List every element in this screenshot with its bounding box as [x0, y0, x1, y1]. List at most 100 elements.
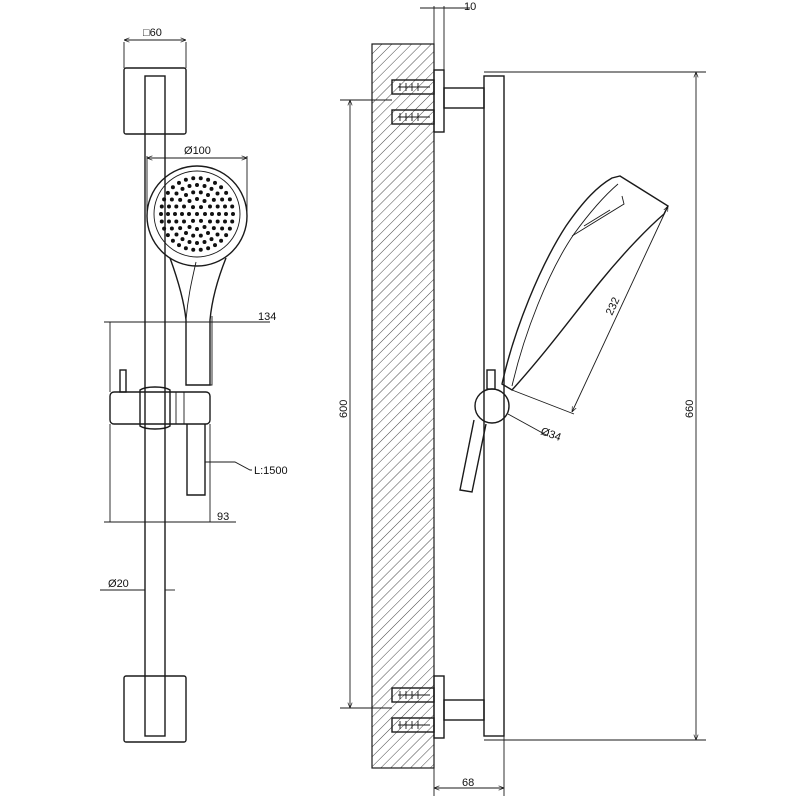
nozzle-dot [224, 212, 228, 216]
nozzle-dot [207, 204, 212, 209]
dim-232: 232 [604, 296, 623, 318]
slide-bar-side [483, 75, 505, 737]
nozzle-dot [209, 186, 214, 191]
nozzle-dot [166, 204, 171, 209]
hose-side [459, 419, 487, 493]
nozzle-dot [187, 183, 192, 188]
nozzle-dot [162, 226, 167, 231]
nozzle-dot [191, 247, 196, 252]
nozzle-dot [177, 180, 181, 185]
dim-134: 134 [258, 311, 276, 323]
top-mount-plate [433, 69, 445, 133]
nozzle-dot [211, 197, 216, 202]
nozzle-dot [174, 191, 179, 196]
nozzle-dot [215, 204, 220, 209]
nozzle-dot [211, 226, 216, 231]
nozzle-dot [219, 185, 224, 190]
dim-mount-thickness: 10 [464, 1, 476, 13]
side-dimensions [340, 6, 706, 796]
nozzle-dot [230, 204, 235, 209]
nozzle-dot [227, 197, 232, 202]
slider-holder [109, 369, 211, 496]
nozzle-dot [162, 197, 167, 202]
wall-anchors [391, 79, 435, 733]
nozzle-dot [169, 197, 174, 202]
nozzle-dot [202, 199, 207, 204]
nozzle-dot [183, 246, 188, 251]
nozzle-dot [198, 176, 203, 181]
nozzle-dot [195, 183, 199, 187]
nozzle-dot [220, 197, 225, 202]
nozzle-dot [206, 246, 211, 251]
slide-bar [144, 75, 166, 737]
nozzle-dot [184, 231, 188, 236]
nozzle-dot [191, 190, 196, 195]
nozzle-dot [187, 240, 192, 245]
nozzle-dot [166, 219, 171, 224]
nozzle-dot [215, 232, 220, 237]
dim-93: 93 [217, 511, 229, 523]
nozzle-pattern [159, 176, 235, 252]
nozzle-dot [198, 247, 203, 252]
nozzle-dot [174, 232, 179, 237]
nozzle-dot [224, 190, 229, 195]
nozzle-dot [174, 204, 179, 209]
nozzle-dot [174, 219, 179, 224]
nozzle-dot [215, 191, 220, 196]
dim-68: 68 [462, 777, 474, 789]
nozzle-dot [187, 224, 192, 229]
nozzle-dot [202, 224, 207, 229]
nozzle-dot [213, 180, 217, 185]
nozzle-dot [187, 212, 191, 216]
wall-section [371, 43, 435, 769]
dim-600: 600 [338, 400, 350, 418]
nozzle-dot [206, 192, 210, 197]
nozzle-dot [182, 219, 187, 224]
nozzle-dot [195, 197, 199, 201]
nozzle-dot [198, 233, 203, 238]
nozzle-dot [199, 205, 203, 210]
nozzle-dot [195, 212, 199, 216]
nozzle-dot [210, 212, 214, 216]
nozzle-dot [206, 177, 211, 182]
nozzle-dot [213, 243, 217, 248]
nozzle-dot [230, 219, 235, 224]
nozzle-dot [217, 212, 221, 216]
nozzle-dot [180, 186, 185, 191]
nozzle-dot [182, 204, 187, 209]
nozzle-dot [165, 233, 170, 238]
side-view: 10 600 660 232 Ø34 68 [338, 1, 706, 796]
nozzle-dot [159, 212, 163, 216]
dim-head-diameter: Ø100 [184, 145, 211, 157]
nozzle-dot [224, 233, 229, 238]
nozzle-dot [203, 212, 207, 216]
dim-square-60: □60 [143, 27, 162, 39]
nozzle-dot [231, 212, 235, 216]
nozzle-dot [209, 237, 214, 242]
bottom-standoff [443, 699, 485, 721]
nozzle-dot [173, 212, 177, 216]
nozzle-dot [215, 219, 220, 224]
nozzle-dot [159, 219, 164, 224]
front-dimensions [100, 40, 270, 591]
handshower-side [501, 175, 669, 391]
dim-660: 660 [684, 400, 696, 418]
nozzle-dot [191, 218, 195, 223]
nozzle-dot [206, 231, 210, 236]
nozzle-dot [170, 185, 175, 190]
nozzle-dot [187, 199, 192, 204]
nozzle-dot [220, 226, 225, 231]
nozzle-dot [180, 237, 185, 242]
bottom-bracket [123, 675, 187, 743]
nozzle-dot [195, 241, 199, 245]
nozzle-dot [223, 204, 228, 209]
nozzle-dot [177, 243, 181, 248]
nozzle-dot [219, 238, 224, 243]
dim-knob-diameter: Ø34 [539, 426, 563, 444]
nozzle-dot [198, 190, 203, 195]
top-bracket [123, 67, 187, 135]
dim-hose-length: L:1500 [254, 465, 288, 477]
handshower-front [146, 165, 248, 386]
nozzle-dot [191, 205, 195, 210]
